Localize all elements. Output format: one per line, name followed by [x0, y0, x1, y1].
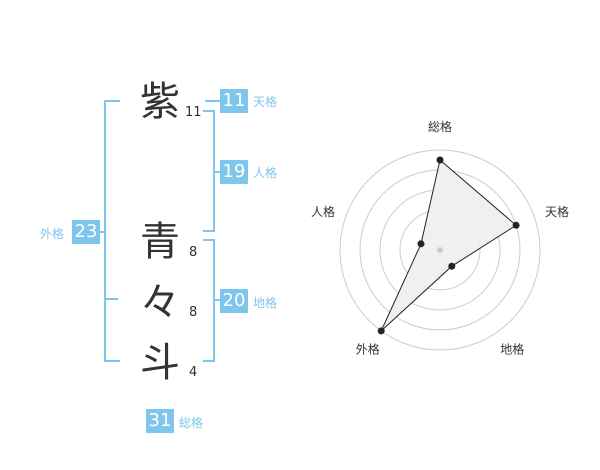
stroke-count-1: 11: [185, 105, 202, 120]
radar-series-polygon: [380, 159, 517, 332]
tenkaku-label: 天格: [253, 95, 278, 109]
name-char-1: 紫: [140, 79, 180, 125]
radar-point-3: [448, 262, 456, 270]
radar-axis-label-5: 人格: [311, 204, 335, 219]
radar-point-1: [436, 156, 444, 164]
name-char-2: 青: [140, 219, 180, 265]
chikaku-value: 20: [220, 289, 248, 313]
gaikaku-label: 外格: [40, 227, 65, 241]
chikaku-bracket-connector: [213, 299, 220, 301]
chikaku-label: 地格: [253, 296, 278, 310]
radar-point-2: [512, 221, 520, 229]
jinkaku-value: 19: [220, 160, 248, 184]
radar-axis-label-3: 地格: [500, 342, 524, 357]
radar-center-dot: [437, 247, 443, 253]
jinkaku-label: 人格: [253, 166, 278, 180]
radar-point-5: [417, 240, 425, 248]
radar-axis-label-1: 総格: [428, 119, 452, 134]
soukaku-label: 総格: [179, 416, 204, 430]
radar-point-4: [377, 327, 385, 335]
gaikaku-bracket-connector: [97, 231, 104, 233]
soukaku-value: 31: [146, 409, 174, 433]
name-char-4: 斗: [140, 340, 180, 386]
tenkaku-value: 11: [220, 89, 248, 113]
name-char-3: 々: [140, 280, 180, 326]
radar-axis-label-4: 外格: [356, 342, 380, 357]
tenkaku-bracket: [205, 100, 220, 102]
jinkaku-bracket-connector: [213, 171, 220, 173]
stroke-count-2: 8: [189, 245, 198, 260]
radar-grid-ring-5: [339, 149, 541, 351]
stroke-count-3: 8: [189, 305, 198, 320]
stroke-count-4: 4: [189, 365, 198, 380]
radar-axis-label-2: 天格: [545, 204, 569, 219]
gaikaku-value: 23: [72, 220, 100, 244]
gaikaku-bracket-tick: [104, 298, 118, 300]
gaikaku-bracket: [104, 100, 120, 362]
